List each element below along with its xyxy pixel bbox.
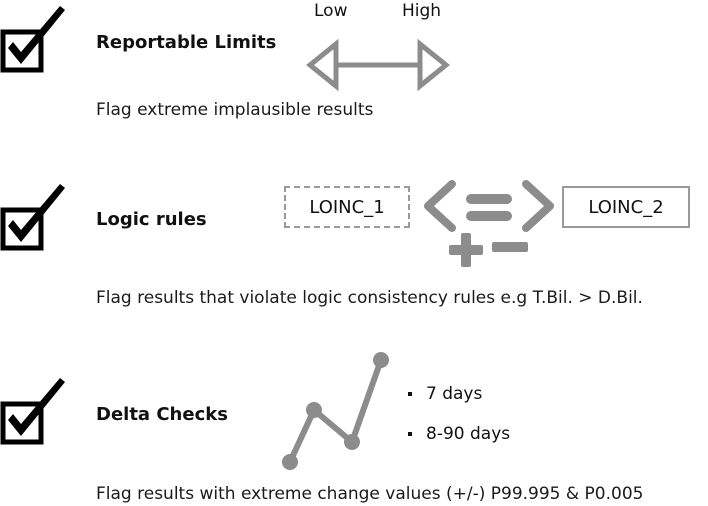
checkbox-checkmark-icon [0, 378, 65, 445]
plus-icon [449, 233, 483, 267]
minus-icon [492, 242, 528, 252]
section-description-logic-rules: Flag results that violate logic consiste… [96, 288, 643, 308]
comparison-operators-icon [424, 180, 554, 232]
line-trend-icon [282, 352, 389, 470]
delta-bullet-label: 8-90 days [426, 424, 511, 444]
loinc-1-box: LOINC_1 [284, 186, 410, 228]
section-title-logic-rules: Logic rules [96, 209, 207, 230]
list-item: 8-90 days [408, 424, 510, 444]
bullet-square-icon [408, 432, 412, 436]
bullet-square-icon [408, 392, 412, 396]
loinc-2-box: LOINC_2 [562, 186, 690, 228]
list-item: 7 days [408, 384, 482, 404]
section-description-delta-checks: Flag results with extreme change values … [96, 484, 644, 504]
section-title-reportable-limits: Reportable Limits [96, 32, 277, 53]
delta-bullet-label: 7 days [426, 384, 483, 404]
section-description-reportable-limits: Flag extreme implausible results [96, 100, 374, 120]
checkbox-checkmark-icon [0, 6, 65, 73]
double-headed-arrow-icon [306, 38, 450, 92]
section-title-delta-checks: Delta Checks [96, 404, 228, 425]
high-label: High [402, 1, 442, 21]
checkbox-checkmark-icon [0, 184, 65, 251]
low-label: Low [314, 1, 348, 21]
